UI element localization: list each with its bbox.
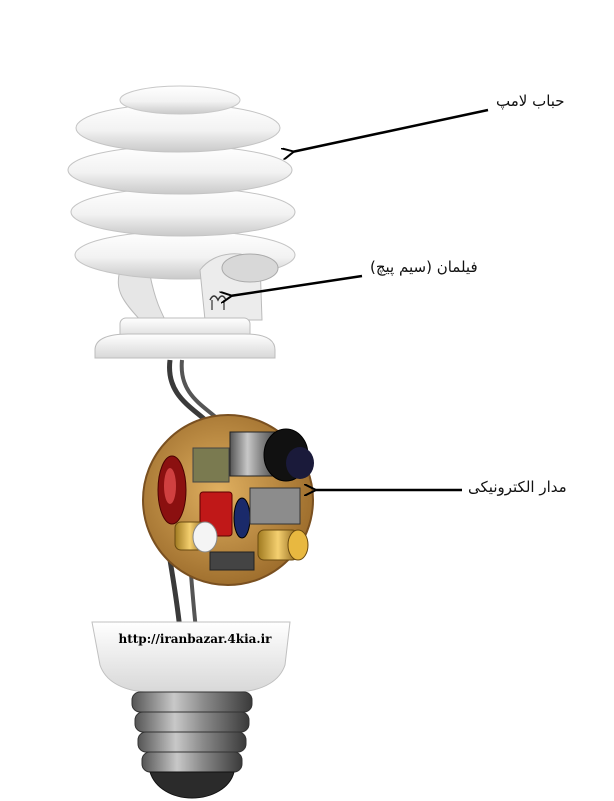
filament-label: فیلمان (سیم پیچ) <box>370 258 478 276</box>
bulb-arrow <box>292 108 489 152</box>
filament-arrow <box>230 274 363 296</box>
bulb-cap <box>94 317 276 359</box>
spiral-bulb <box>67 85 296 331</box>
watermark-url: http://iranbazar.4kia.ir <box>118 632 272 646</box>
bulb-label: حباب لامپ <box>496 92 565 110</box>
electronic-circuit <box>142 414 314 586</box>
screw-base <box>131 691 253 799</box>
circuit-label: مدار الکترونیکی <box>468 478 567 496</box>
